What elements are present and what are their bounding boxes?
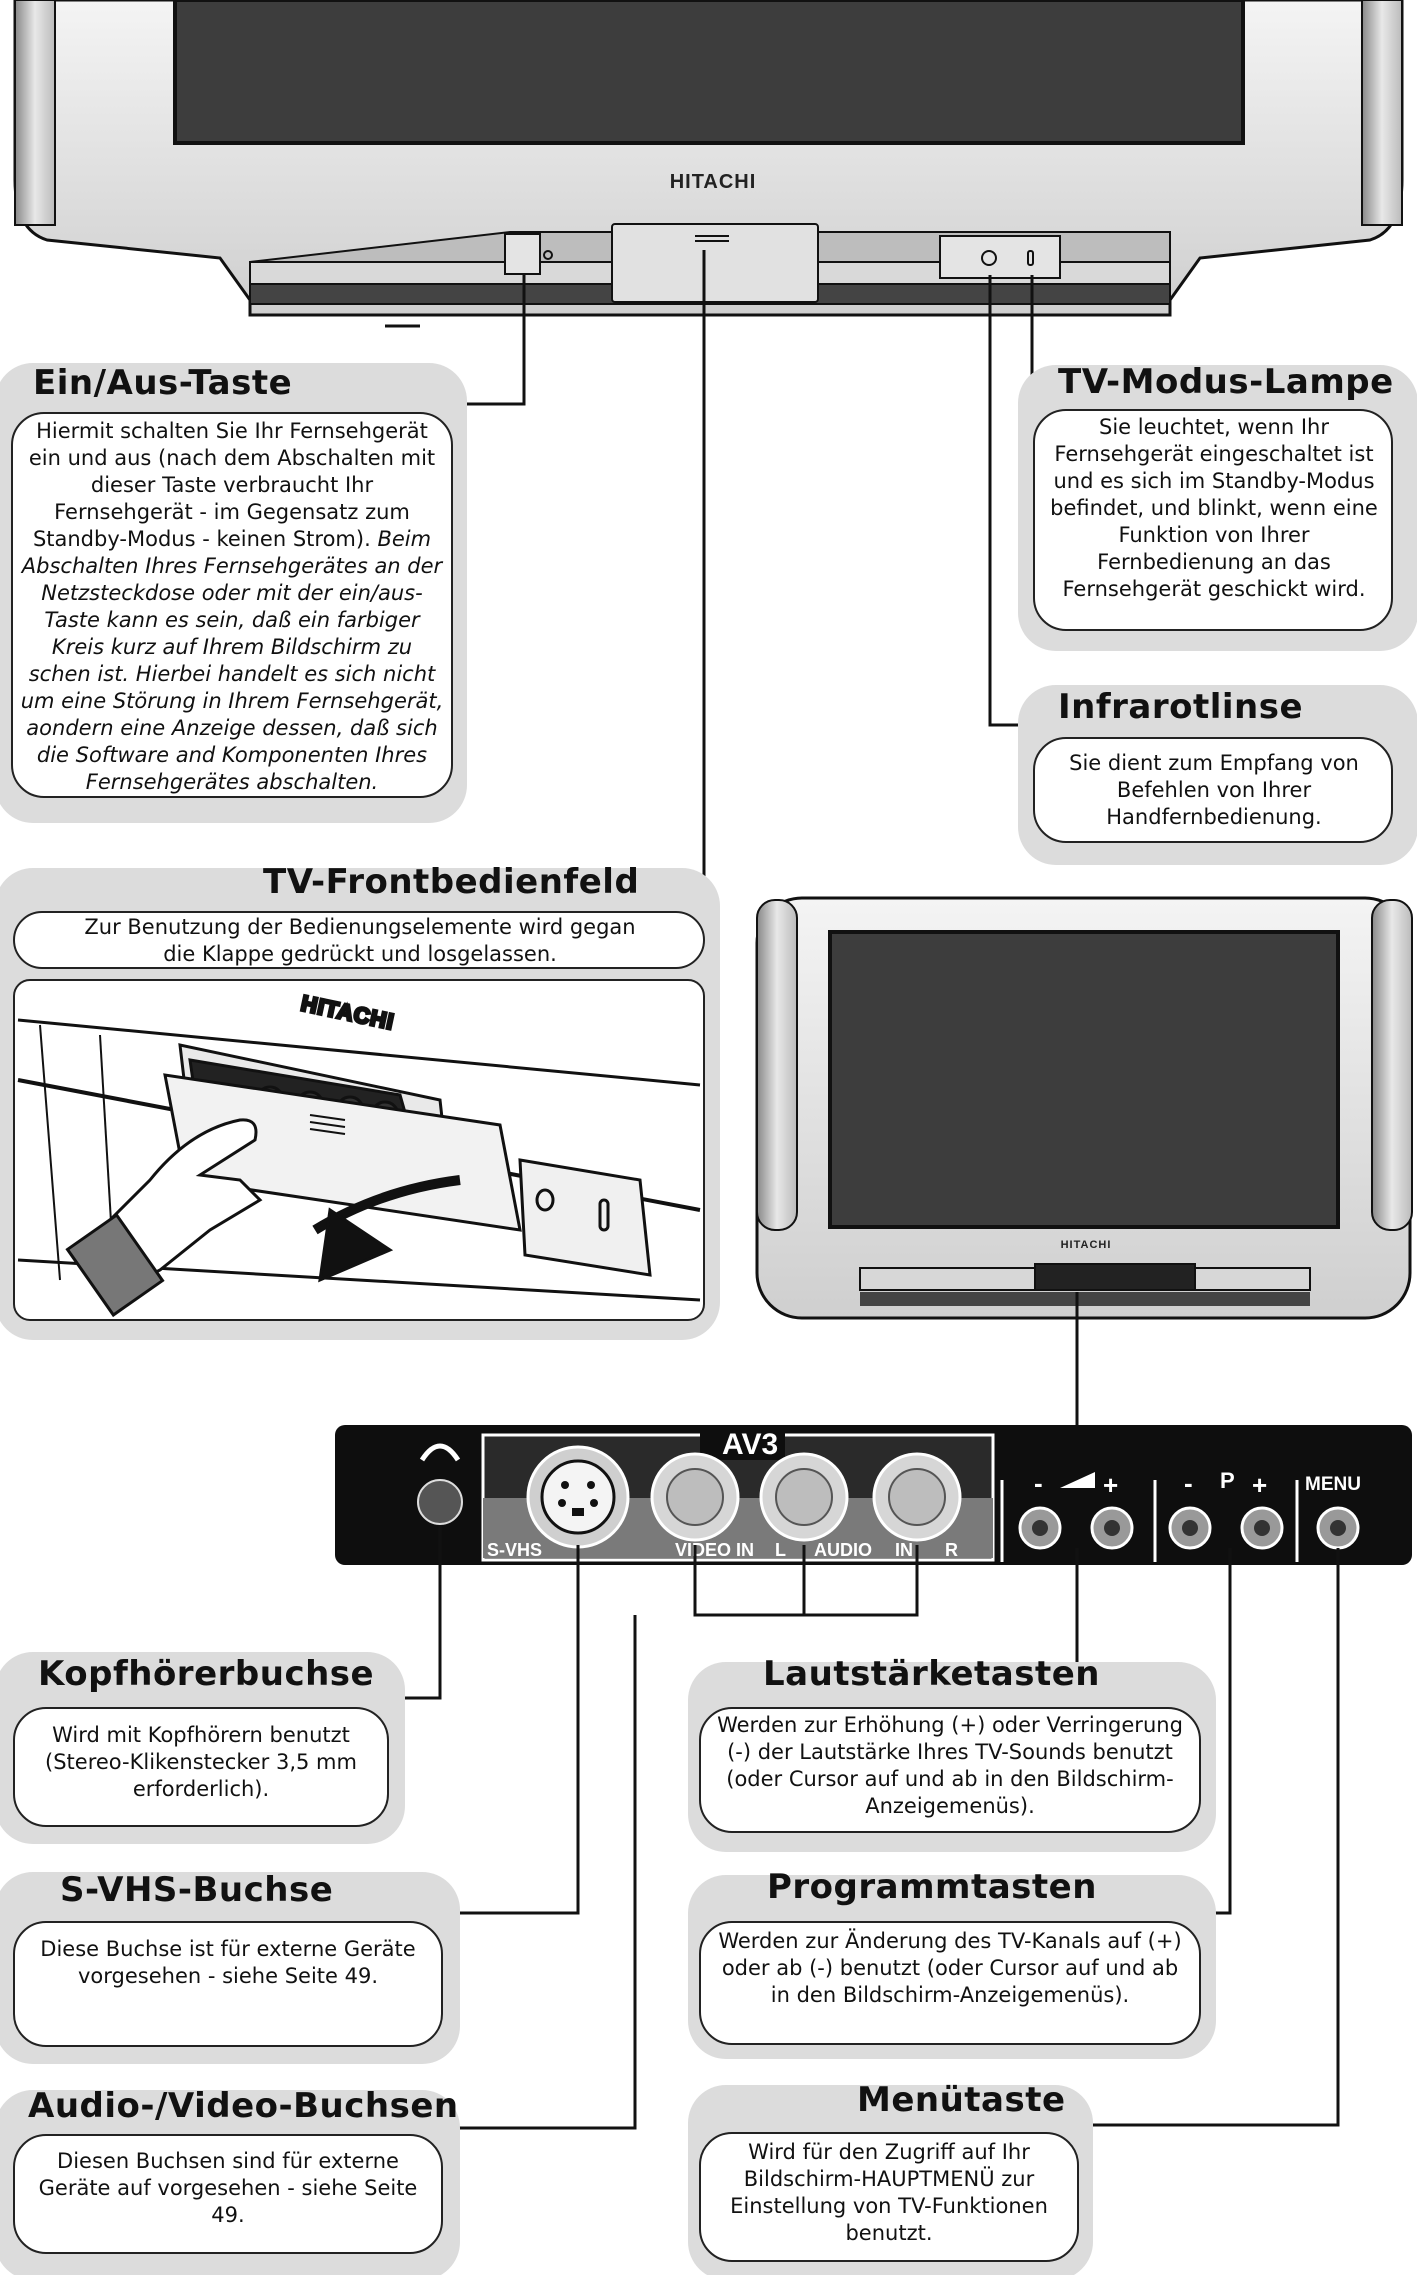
power-text-normal: Hiermit schalten Sie Ihr Fernsehgerät ei…: [28, 419, 436, 551]
tv-screen: [173, 0, 1245, 145]
program-p-label: P: [1220, 1468, 1235, 1493]
volume-title: Lautstärketasten: [763, 1654, 1100, 1694]
small-brand-logo: HITACHI: [1061, 1239, 1112, 1251]
av-title: Audio-/Video-Buchsen: [28, 2086, 459, 2126]
volume-plus-label: +: [1103, 1470, 1118, 1500]
program-minus-label: -: [1184, 1468, 1193, 1498]
power-description: Hiermit schalten Sie Ihr Fernsehgerät ei…: [20, 418, 444, 796]
program-description: Werden zur Änderung des TV-Kanals auf (+…: [718, 1929, 1182, 2007]
lamp-title: TV-Modus-Lampe: [1058, 362, 1394, 402]
connector-strip: AV3 S-VHS VIDEO IN L AUDIO IN R - + - P …: [335, 1425, 1412, 1565]
infrared-description: Sie dient zum Empfang von Befehlen von I…: [1069, 751, 1359, 829]
menu-title: Menütaste: [857, 2080, 1066, 2120]
program-plus-label: +: [1252, 1470, 1267, 1500]
infrared-lens: [981, 250, 997, 266]
power-desc-box: [11, 412, 453, 798]
av3-label: AV3: [722, 1428, 778, 1461]
power-button: [504, 233, 541, 275]
audio-label: AUDIO: [814, 1540, 872, 1560]
svhs-strip-label: S-VHS: [487, 1540, 542, 1560]
infrared-desc-box: [1033, 737, 1393, 843]
volume-minus-label: -: [1034, 1468, 1043, 1498]
svhs-title: S-VHS-Buchse: [60, 1870, 334, 1910]
front-panel-title: TV-Frontbedienfeld: [263, 862, 640, 902]
power-text-italic: Beim Abschalten Ihres Fernsehgerätes an …: [20, 527, 444, 794]
video-in-label: VIDEO IN: [675, 1540, 754, 1560]
power-title: Ein/Aus-Taste: [33, 363, 293, 403]
lamp-description: Sie leuchtet, wenn Ihr Fernsehgerät eing…: [1050, 415, 1378, 601]
svhs-desc-box: [13, 1921, 443, 2047]
volume-description: Werden zur Erhöhung (+) oder Verringerun…: [717, 1713, 1183, 1818]
svhs-description: Diese Buchse ist für externe Geräte vorg…: [40, 1937, 416, 1988]
headphone-title: Kopfhörerbuchse: [38, 1654, 375, 1694]
volume-desc-box: [699, 1707, 1201, 1833]
headphone-desc-box: [13, 1707, 389, 1827]
front-panel-description: Zur Benutzung der Bedienungselemente wir…: [84, 915, 636, 966]
tv-small-illustration: HITACHI: [755, 896, 1413, 1425]
program-desc-box: [699, 1921, 1201, 2045]
av-description: Diesen Buchsen sind für externe Geräte a…: [38, 2149, 418, 2227]
front-panel-desc-box: [13, 911, 705, 969]
program-title: Programmtasten: [767, 1867, 1097, 1907]
front-flap: [611, 223, 819, 303]
av-desc-box: [13, 2134, 443, 2254]
right-side-panel: [1361, 0, 1403, 226]
tv-top-illustration: HITACHI: [13, 0, 1404, 328]
headphone-description: Wird mit Kopfhörern benutzt (Stereo-Klik…: [45, 1723, 357, 1801]
audio-in-label: IN: [895, 1540, 913, 1560]
mode-lamp: [1027, 250, 1034, 266]
audio-l-label: L: [775, 1540, 786, 1560]
lamp-desc-box: [1033, 409, 1393, 631]
infrared-title: Infrarotlinse: [1058, 687, 1304, 727]
menu-desc-box: [699, 2132, 1079, 2262]
volume-ramp-icon: [1060, 1472, 1095, 1488]
headphone-jack: [417, 1479, 463, 1525]
left-side-panel: [14, 0, 56, 226]
menu-description: Wird für den Zugriff auf Ihr Bildschirm-…: [730, 2140, 1048, 2245]
brand-logo: HITACHI: [670, 171, 757, 193]
small-tv-screen: [828, 930, 1340, 1229]
audio-r-label: R: [945, 1540, 958, 1560]
menu-strip-label: MENU: [1305, 1474, 1361, 1495]
